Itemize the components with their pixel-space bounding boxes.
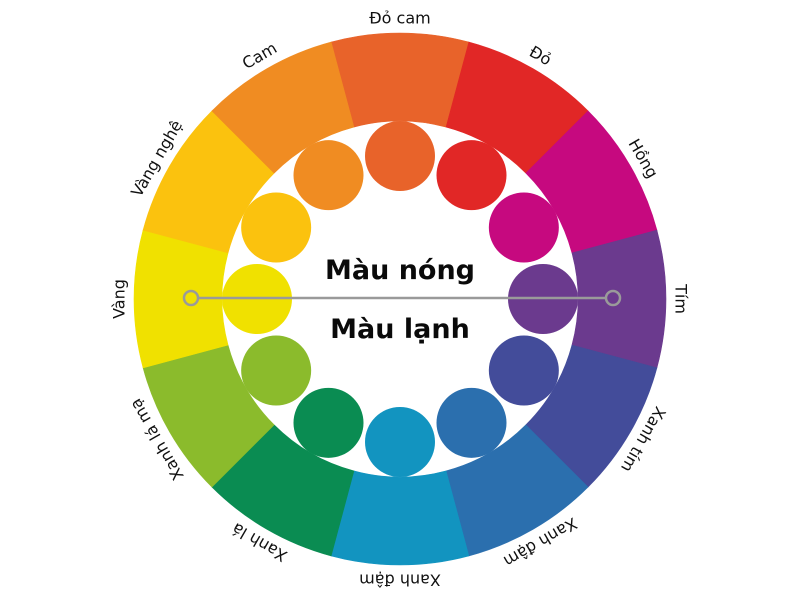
warm-cool-divider <box>182 289 622 307</box>
segment-label: Tím <box>672 283 691 314</box>
color-dot <box>488 335 559 406</box>
segment-label: Đỏ cam <box>369 9 430 28</box>
divider-right-handle-icon <box>604 289 622 307</box>
segment-label: Xanh đậm <box>359 571 441 590</box>
color-dots <box>222 121 578 477</box>
color-dot <box>293 140 364 211</box>
ring-segment <box>211 41 355 174</box>
warm-colors-label: Màu nóng <box>325 255 475 286</box>
color-dot <box>436 387 507 458</box>
cool-colors-label: Màu lạnh <box>330 314 470 345</box>
segment-label: Vàng <box>110 279 129 319</box>
color-dot <box>365 121 435 191</box>
color-dot <box>241 335 312 406</box>
color-dot <box>436 140 507 211</box>
color-dot <box>241 192 312 263</box>
segment-label: Đỏ <box>526 42 555 70</box>
color-ring <box>133 32 667 566</box>
ring-segment <box>330 32 470 128</box>
divider-left-handle-icon <box>182 289 200 307</box>
color-dot <box>365 407 435 477</box>
color-dot <box>488 192 559 263</box>
ring-segment <box>330 470 470 566</box>
color-dot <box>293 387 364 458</box>
